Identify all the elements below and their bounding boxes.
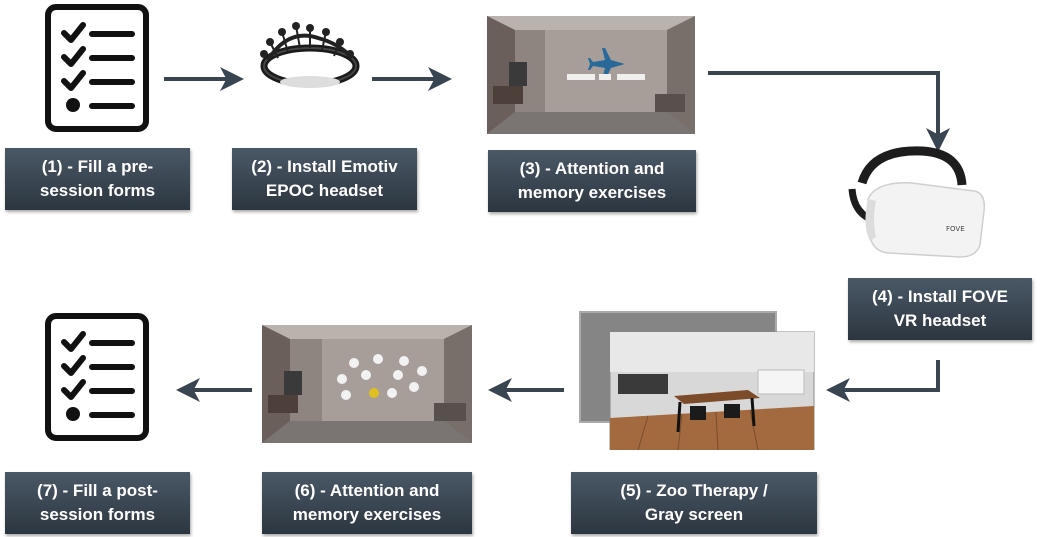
vr-room-circles-exercise bbox=[262, 325, 472, 443]
step-1-label: (1) - Fill a pre-session forms bbox=[5, 148, 190, 210]
checklist-icon bbox=[38, 312, 156, 442]
arrow-4-to-5 bbox=[826, 360, 940, 402]
step-3-label: (3) - Attention and memory exercises bbox=[488, 150, 696, 212]
step-4-label: (4) - Install FOVE VR headset bbox=[848, 278, 1032, 340]
virtual-living-room-and-gray-screen bbox=[578, 310, 816, 450]
step-6-label-line2: memory exercises bbox=[292, 505, 442, 524]
step-6-label-line1: (6) - Attention and bbox=[294, 481, 440, 500]
step-4-label-line1: (4) - Install FOVE bbox=[871, 287, 1009, 306]
step-3-label-line2: memory exercises bbox=[517, 183, 667, 202]
step-2-label-line1: (2) - Install Emotiv bbox=[251, 157, 398, 176]
step-5-label-line1: (5) - Zoo Therapy / bbox=[620, 481, 768, 500]
eeg-headset-photo bbox=[248, 18, 366, 94]
step-1-label-line2: session forms bbox=[39, 181, 156, 200]
checklist-icon bbox=[38, 3, 156, 133]
step-4-label-line2: VR headset bbox=[893, 311, 987, 330]
arrow-3-to-4 bbox=[708, 71, 950, 152]
step-1-label-line1: (1) - Fill a pre- bbox=[41, 157, 154, 176]
step-2-label-line2: EPOC headset bbox=[265, 181, 384, 200]
step-7-label-line2: session forms bbox=[39, 505, 156, 524]
step-7-label: (7) - Fill a post-session forms bbox=[5, 472, 190, 534]
vr-headset-photo: FOVE bbox=[842, 145, 990, 265]
step-6-label: (6) - Attention and memory exercises bbox=[262, 472, 472, 534]
headset-brand-text: FOVE bbox=[946, 225, 965, 233]
vr-room-airplane-exercise bbox=[487, 16, 695, 134]
step-5-label: (5) - Zoo Therapy / Gray screen bbox=[571, 472, 817, 534]
step-7-label-line1: (7) - Fill a post- bbox=[37, 481, 158, 500]
step-5-label-line2: Gray screen bbox=[644, 505, 744, 524]
step-3-label-line1: (3) - Attention and bbox=[519, 159, 665, 178]
